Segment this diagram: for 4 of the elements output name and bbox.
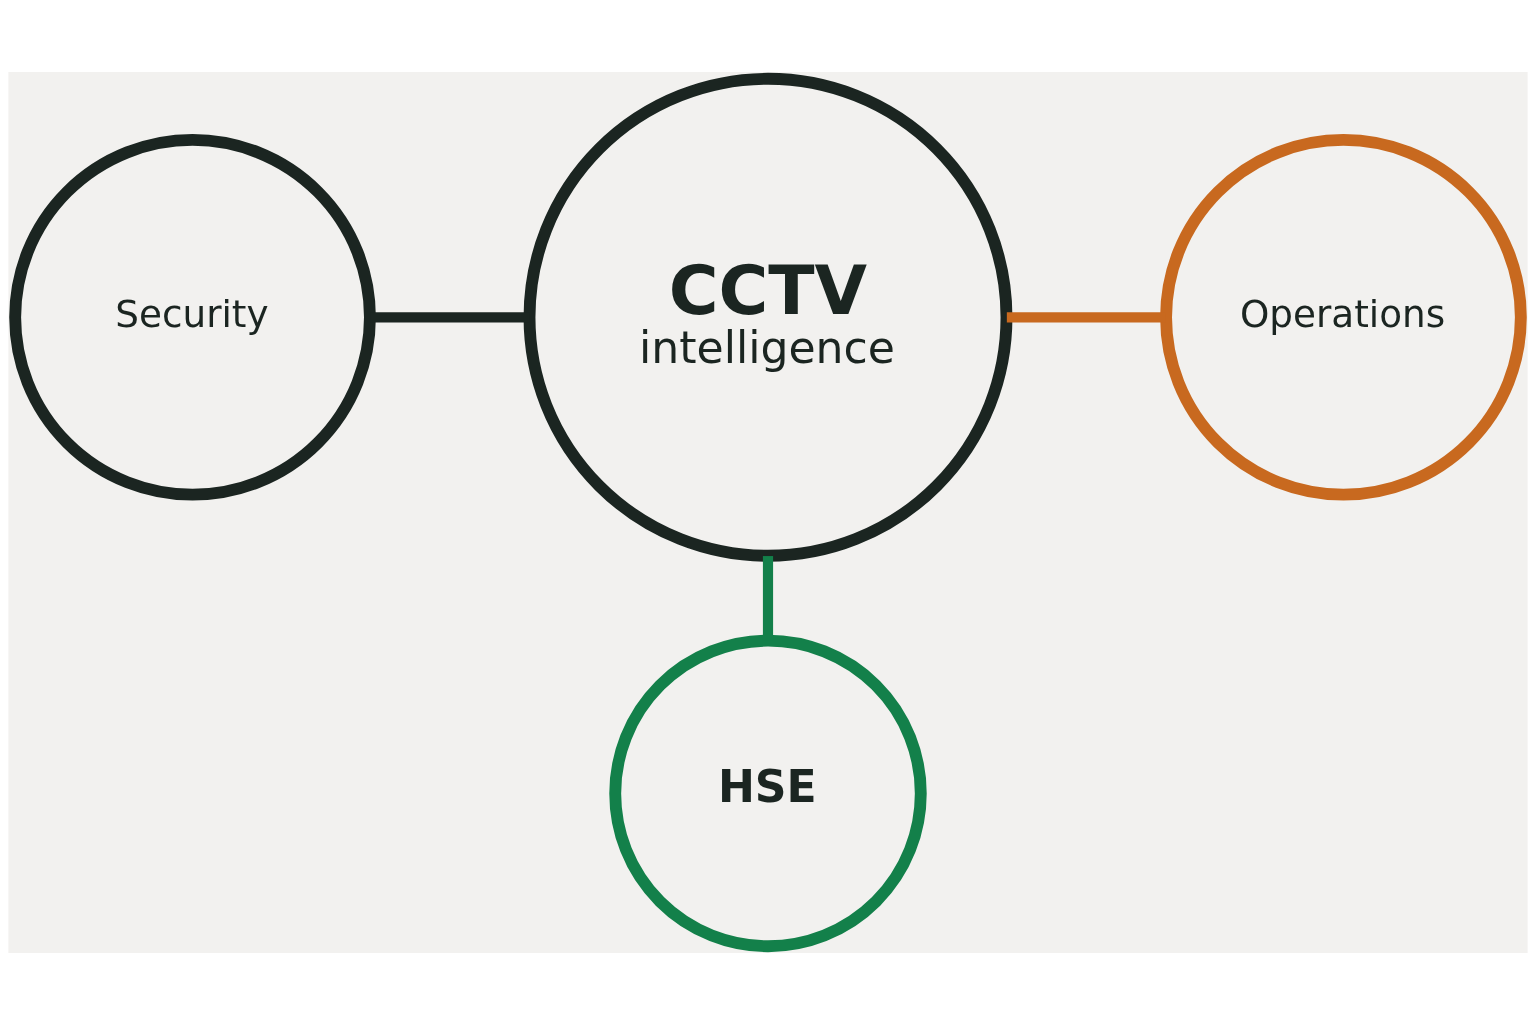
- node-circle: CCTV intelligence: [523, 72, 1013, 562]
- node-circle: Security: [9, 133, 376, 501]
- node-circle: HSE: [609, 634, 927, 952]
- node-circle: Operations: [1160, 133, 1527, 501]
